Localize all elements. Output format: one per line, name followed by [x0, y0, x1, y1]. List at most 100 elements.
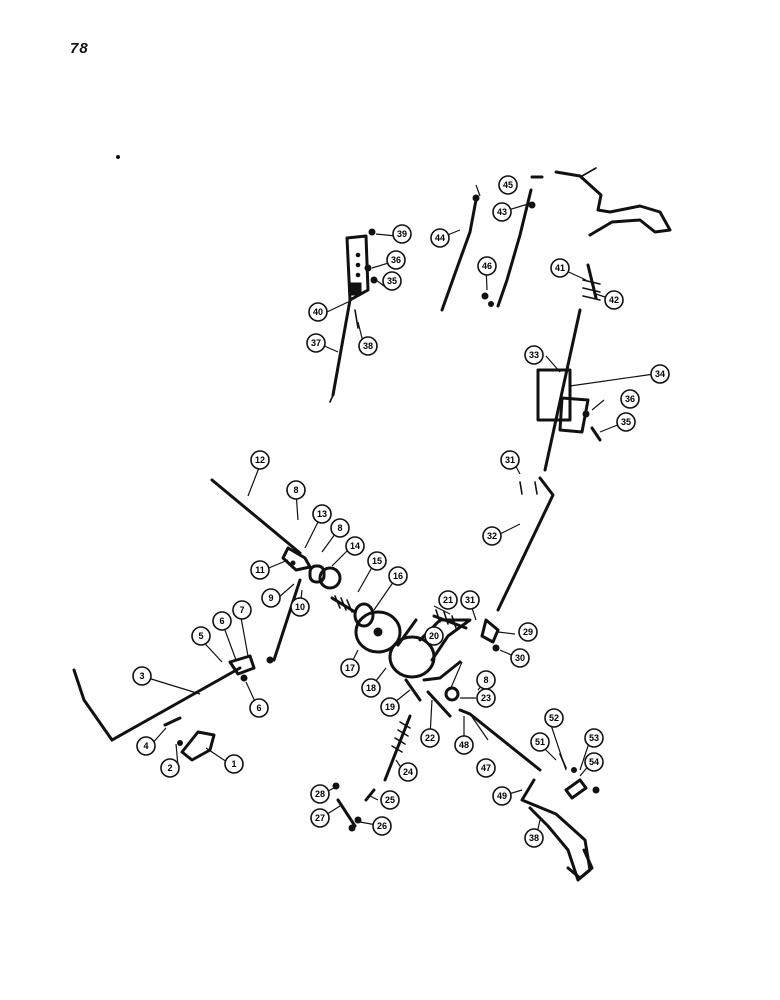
svg-text:36: 36: [625, 394, 635, 404]
callout-29: 29: [518, 622, 538, 642]
svg-text:2: 2: [167, 763, 172, 773]
callout-24: 24: [398, 762, 418, 782]
svg-text:13: 13: [317, 509, 327, 519]
top-rod-assembly: [440, 167, 672, 312]
long-rod-group: [72, 654, 274, 762]
svg-text:43: 43: [497, 207, 507, 217]
callout-43: 43: [492, 202, 512, 222]
callout-1: 1: [224, 754, 244, 774]
svg-text:37: 37: [311, 338, 321, 348]
callout-12: 12: [250, 450, 270, 470]
callout-21: 21: [438, 590, 458, 610]
svg-text:46: 46: [482, 261, 492, 271]
svg-text:20: 20: [429, 631, 439, 641]
callout-19: 19: [380, 697, 400, 717]
svg-text:15: 15: [372, 556, 382, 566]
callout-17: 17: [340, 658, 360, 678]
svg-text:18: 18: [366, 683, 376, 693]
callout-14: 14: [345, 536, 365, 556]
svg-text:8: 8: [483, 675, 488, 685]
svg-text:14: 14: [350, 541, 360, 551]
svg-text:38: 38: [363, 341, 373, 351]
svg-text:54: 54: [589, 757, 599, 767]
svg-text:9: 9: [268, 593, 273, 603]
callout-23: 23: [476, 688, 496, 708]
svg-text:29: 29: [523, 627, 533, 637]
svg-text:6: 6: [219, 616, 224, 626]
callout-18: 18: [361, 678, 381, 698]
callout-26: 26: [372, 816, 392, 836]
callout-36a: 36: [386, 250, 406, 270]
svg-text:4: 4: [143, 741, 148, 751]
svg-text:35: 35: [621, 417, 631, 427]
svg-text:21: 21: [443, 595, 453, 605]
bracket-assembly-upper-left: [329, 228, 378, 403]
callout-8c: 8: [476, 670, 496, 690]
callout-35b: 35: [616, 412, 636, 432]
callout-39: 39: [392, 224, 412, 244]
callout-47: 47: [476, 758, 496, 778]
lower-spring-group: [332, 714, 412, 832]
svg-text:7: 7: [239, 605, 244, 615]
callout-8a: 8: [286, 480, 306, 500]
callout-52: 52: [544, 708, 564, 728]
callout-27: 27: [310, 808, 330, 828]
svg-text:41: 41: [555, 263, 565, 273]
svg-text:42: 42: [609, 295, 619, 305]
pedal-assembly: [520, 753, 600, 882]
svg-text:47: 47: [481, 763, 491, 773]
callout-33: 33: [524, 345, 544, 365]
svg-text:35: 35: [387, 276, 397, 286]
callout-28: 28: [310, 784, 330, 804]
callout-54: 54: [584, 752, 604, 772]
callout-10: 10: [290, 597, 310, 617]
svg-text:10: 10: [295, 602, 305, 612]
svg-text:12: 12: [255, 455, 265, 465]
svg-text:26: 26: [377, 821, 387, 831]
callout-31a: 31: [500, 450, 520, 470]
callout-9: 9: [261, 588, 281, 608]
callout-35a: 35: [382, 271, 402, 291]
upper-left-lever-group: [210, 478, 375, 662]
page-number: 78: [70, 40, 89, 57]
svg-text:11: 11: [255, 565, 265, 575]
svg-text:27: 27: [315, 813, 325, 823]
svg-text:39: 39: [397, 229, 407, 239]
callout-7: 7: [232, 600, 252, 620]
svg-text:6: 6: [256, 703, 261, 713]
callout-6b: 6: [249, 698, 269, 718]
callout-51: 51: [530, 732, 550, 752]
callout-34: 34: [650, 364, 670, 384]
svg-text:30: 30: [515, 653, 525, 663]
svg-text:8: 8: [293, 485, 298, 495]
svg-text:1: 1: [231, 759, 236, 769]
callout-41: 41: [550, 258, 570, 278]
svg-text:40: 40: [313, 307, 323, 317]
callout-45: 45: [498, 175, 518, 195]
callout-46: 46: [477, 256, 497, 276]
svg-text:8: 8: [337, 523, 342, 533]
central-pivot-assembly: [354, 609, 542, 772]
leader-lines: [147, 184, 655, 839]
svg-text:38: 38: [529, 833, 539, 843]
svg-text:16: 16: [393, 571, 403, 581]
svg-text:44: 44: [435, 233, 445, 243]
svg-text:25: 25: [385, 795, 395, 805]
callout-16: 16: [388, 566, 408, 586]
svg-text:45: 45: [503, 180, 513, 190]
right-rod-assembly: [496, 263, 602, 612]
svg-text:31: 31: [505, 455, 515, 465]
callout-11: 11: [250, 560, 270, 580]
svg-text:32: 32: [487, 531, 497, 541]
svg-text:48: 48: [459, 740, 469, 750]
callout-3: 3: [132, 666, 152, 686]
callout-20: 20: [424, 626, 444, 646]
callout-25: 25: [380, 790, 400, 810]
callout-38b: 38: [524, 828, 544, 848]
svg-text:53: 53: [589, 733, 599, 743]
callout-42: 42: [604, 290, 624, 310]
svg-text:52: 52: [549, 713, 559, 723]
svg-text:36: 36: [391, 255, 401, 265]
svg-text:28: 28: [315, 789, 325, 799]
